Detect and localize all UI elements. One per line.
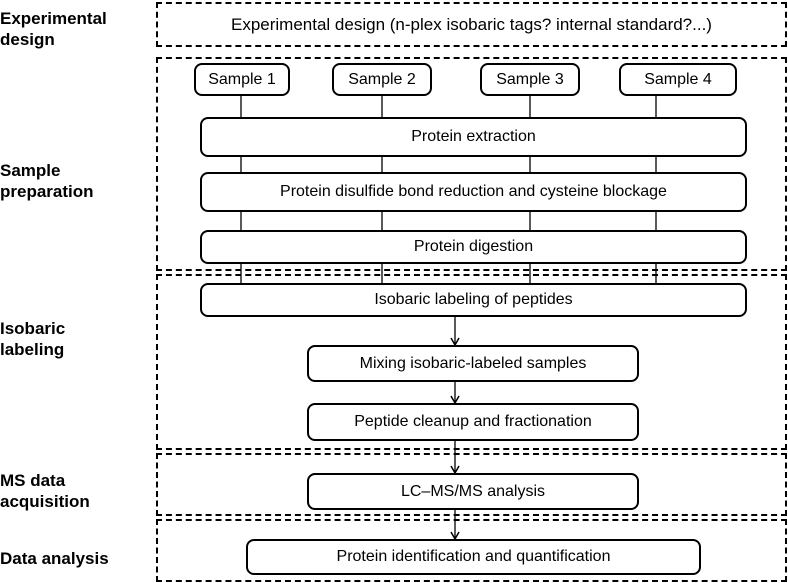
stage-label-ms-data-acquisition: MS data acquisition: [0, 471, 90, 511]
experimental-design-text: Experimental design (n-plex isobaric tag…: [231, 14, 712, 34]
section-isobaric-labeling: [156, 274, 787, 450]
step-lcms-analysis: LC–MS/MS analysis: [307, 473, 639, 510]
stage-label-sample-preparation: Sample preparation: [0, 161, 94, 201]
sample-box-1: Sample 1: [194, 63, 290, 96]
step-mixing-samples: Mixing isobaric-labeled samples: [307, 345, 639, 382]
step-isobaric-labeling: Isobaric labeling of peptides: [200, 283, 747, 317]
section-sample-preparation: [156, 57, 787, 271]
sample-box-2: Sample 2: [332, 63, 432, 96]
step-protein-extraction: Protein extraction: [200, 117, 747, 157]
sample-box-3: Sample 3: [480, 63, 580, 96]
stage-label-experimental-design: Experimental design: [0, 9, 107, 49]
step-peptide-cleanup: Peptide cleanup and fractionation: [307, 403, 639, 441]
section-experimental-design: [156, 2, 787, 47]
stage-label-isobaric-labeling: Isobaric labeling: [0, 319, 66, 359]
step-protein-digestion: Protein digestion: [200, 230, 747, 264]
stage-label-data-analysis: Data analysis: [0, 549, 109, 568]
section-ms-data-acquisition: [156, 453, 787, 516]
step-reduction-blockage: Protein disulfide bond reduction and cys…: [200, 172, 747, 212]
section-data-analysis: [156, 519, 787, 582]
step-protein-identification: Protein identification and quantificatio…: [246, 539, 701, 575]
sample-box-4: Sample 4: [619, 63, 737, 96]
